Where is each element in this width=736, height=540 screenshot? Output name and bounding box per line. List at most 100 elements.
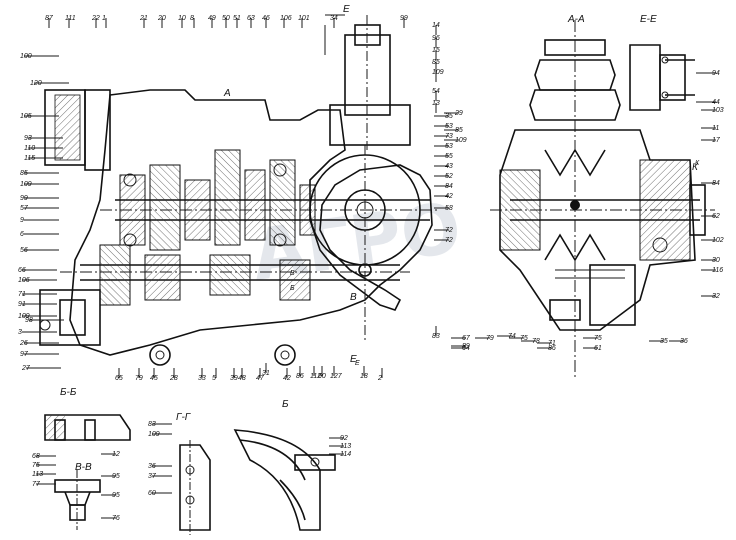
- callout-label: 95: [112, 473, 120, 480]
- detail-view: [233, 429, 336, 531]
- callout-label: 78: [532, 338, 540, 345]
- callout-label: 33: [198, 375, 206, 382]
- callout-label: 85: [455, 127, 463, 134]
- callout-label: 14: [432, 22, 440, 29]
- callout-label: 64: [462, 345, 470, 352]
- callout-label: 74: [508, 333, 516, 340]
- callout-label: 47: [256, 375, 265, 382]
- callout-label: 50: [222, 15, 230, 22]
- callout-label: 105: [20, 113, 32, 120]
- callout-label: 109: [20, 181, 32, 188]
- callout-label: 76: [112, 515, 120, 522]
- callout-label: 45: [150, 375, 158, 382]
- callout-label: 55: [445, 153, 453, 160]
- callout-label: 96: [432, 35, 440, 42]
- callout-label: 62: [712, 213, 720, 220]
- section-mark-v: В: [350, 292, 357, 303]
- callout-label: 67: [462, 335, 471, 342]
- callout-label: 52: [445, 173, 453, 180]
- callout-label: 29: [454, 110, 463, 117]
- callout-label: 61: [594, 345, 602, 352]
- callout-label: 28: [169, 375, 178, 382]
- callout-label: 83: [148, 421, 156, 428]
- callout-label: 68: [32, 453, 40, 460]
- callout-label: 46: [262, 15, 270, 22]
- callout-label: 83: [432, 333, 440, 340]
- callout-label: 12: [112, 451, 120, 458]
- callout-label: 13: [432, 100, 440, 107]
- main-housing: [39, 14, 440, 366]
- callout-label: 11: [712, 125, 719, 132]
- callout-label: 20: [157, 15, 166, 22]
- callout-label: 110: [24, 145, 35, 152]
- callout-label: 5: [212, 375, 216, 382]
- callout-label: К: [695, 160, 700, 167]
- callout-label: 84: [712, 180, 720, 187]
- callout-label: 22: [91, 15, 100, 22]
- callout-label: 35: [445, 113, 453, 120]
- callout-label: 39: [230, 375, 238, 382]
- callout-label: 102: [712, 237, 724, 244]
- section-mark-k: К: [692, 162, 699, 173]
- callout-label: 92: [340, 435, 348, 442]
- callout-label: 97: [20, 351, 29, 358]
- callout-label: 113: [340, 443, 351, 450]
- callout-label: 106: [18, 277, 30, 284]
- callout-label: 127: [330, 373, 343, 380]
- callout-label: 85: [20, 170, 28, 177]
- callout-label: 87: [45, 15, 54, 22]
- lower-shaft-gears: [99, 244, 311, 366]
- callout-label: 115: [24, 155, 35, 162]
- section-titles: А-А Е-Е Б-Б В-В Г-Г А Е Е Б В К: [60, 4, 699, 473]
- callout-label: 109: [18, 313, 30, 320]
- callout-label: 85: [432, 59, 440, 66]
- section-gg-title: Г-Г: [176, 412, 192, 423]
- callout-label: 30: [712, 257, 720, 264]
- callout-label: 75: [594, 335, 602, 342]
- callout-label: 63: [247, 15, 255, 22]
- callout-label: 51: [233, 15, 241, 22]
- callout-label: 95: [112, 492, 120, 499]
- callout-label: 111: [65, 15, 76, 22]
- callout-label: 21: [139, 15, 148, 22]
- upper-shaft-gears: [119, 149, 316, 251]
- callout-label: 10: [178, 15, 186, 22]
- callout-label: 71: [548, 340, 556, 347]
- section-mark-e-bottom: Е: [350, 354, 357, 365]
- section-ee-view: [629, 44, 695, 111]
- callout-label: 32: [712, 293, 720, 300]
- callout-label: 34: [330, 15, 338, 22]
- callout-label: 100: [20, 53, 32, 60]
- callout-label: 114: [340, 451, 351, 458]
- callout-label: 3: [18, 329, 22, 336]
- callout-label: Е: [355, 360, 360, 367]
- section-aa-title: А-А: [567, 14, 585, 25]
- callout-label: 60: [148, 490, 156, 497]
- callout-label: 77: [32, 481, 41, 488]
- callout-label: 1: [102, 15, 106, 22]
- callout-label: 42: [445, 193, 453, 200]
- callout-label: 116: [712, 267, 723, 274]
- section-vv-title: В-В: [75, 462, 92, 473]
- callout-label: 17: [712, 137, 721, 144]
- callout-label: 15: [432, 47, 440, 54]
- callout-label: 36: [680, 338, 688, 345]
- callout-label: 42: [283, 375, 291, 382]
- callout-label: 93: [24, 135, 32, 142]
- callout-label: 18: [360, 373, 368, 380]
- callout-label: 72: [445, 227, 453, 234]
- callout-label: 89: [462, 343, 470, 350]
- callout-label: 27: [21, 365, 31, 372]
- callout-label: 84: [445, 183, 453, 190]
- section-ee-title: Е-Е: [640, 14, 657, 25]
- callout-label: 106: [280, 15, 292, 22]
- callout-label: 113: [32, 471, 43, 478]
- callout-label: 54: [432, 88, 440, 95]
- section-mark-b: Б: [282, 399, 289, 410]
- callout-label: 31: [262, 370, 270, 377]
- callout-label: 73: [445, 133, 453, 140]
- section-mark-a: А: [223, 88, 231, 99]
- callout-label: 44: [712, 99, 720, 106]
- callout-label: 57: [20, 205, 29, 212]
